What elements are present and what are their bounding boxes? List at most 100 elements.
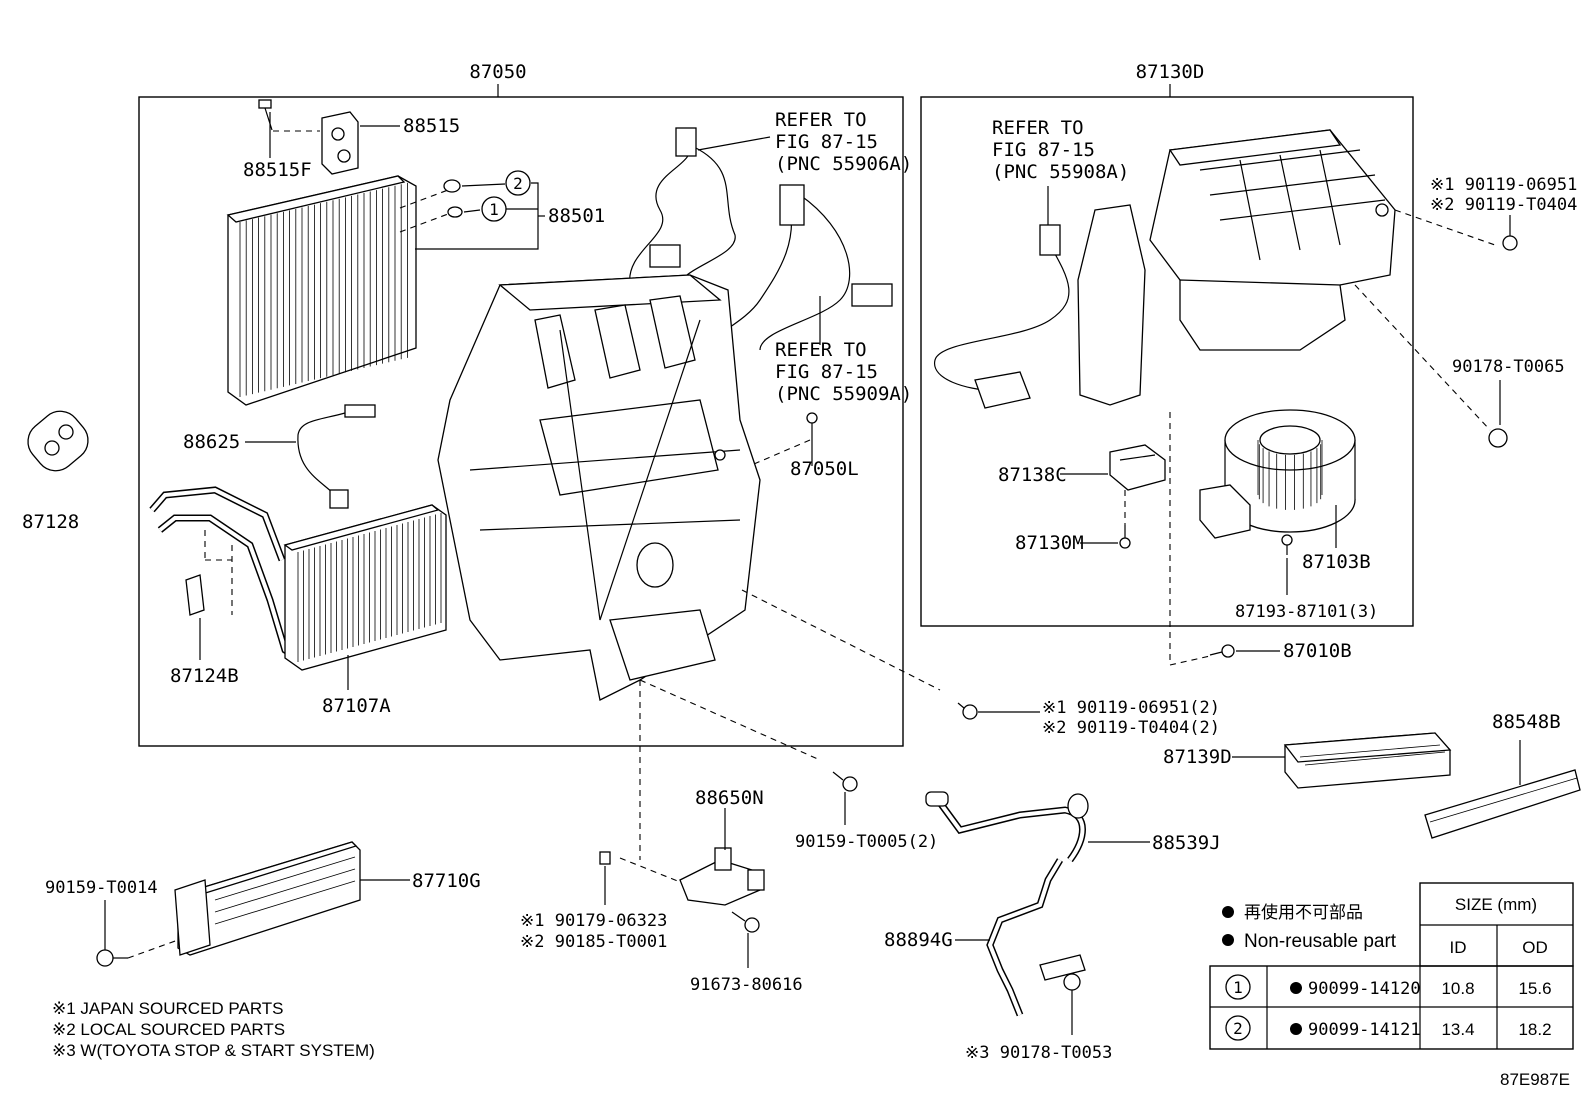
blower-wire-harness-illustration (934, 224, 1070, 409)
table-row-ref: 1 (1233, 978, 1243, 997)
circle-ref-2 (505, 170, 531, 196)
label-88894G: 88894G (884, 929, 953, 951)
evaporator-core-illustration (226, 175, 417, 406)
label-88501: 88501 (548, 205, 605, 227)
circle-ref-2-text: 2 (513, 174, 523, 193)
assembly-box-87130D (920, 96, 1414, 627)
label-87010B: 87010B (1283, 640, 1352, 662)
refer-2-line1: REFER TO (775, 339, 867, 361)
screw-87193-illustration (1281, 534, 1293, 555)
grommet-87128-illustration (27, 410, 89, 472)
label-87139D: 87139D (1163, 746, 1232, 768)
blower-case-illustration (1077, 129, 1396, 406)
legend-en: Non-reusable part (1244, 931, 1397, 952)
refer-1-line1: REFER TO (775, 109, 867, 131)
dashed-ref-line (639, 679, 821, 761)
figure-code: 87E987E (1500, 1070, 1570, 1089)
label-88515F: 88515F (243, 159, 312, 181)
screw-87130M-illustration (1119, 490, 1131, 549)
table-col-od: OD (1522, 938, 1548, 957)
label-87193: 87193-87101(3) (1235, 602, 1378, 622)
label-90119-T0404-2: ※2 90119-T0404(2) (1042, 718, 1220, 738)
screw-91673-illustration (731, 911, 760, 933)
cabin-filter-illustration (1283, 732, 1452, 789)
hose-88539J-illustration (925, 791, 1089, 863)
label-87124B: 87124B (170, 665, 239, 687)
label-87103B: 87103B (1302, 551, 1371, 573)
clip-90179-illustration (599, 851, 611, 865)
refer-3-line1: REFER TO (992, 117, 1084, 139)
screw-87010B-illustration (1169, 644, 1235, 666)
temperature-sensor-illustration (297, 404, 376, 509)
assembly-label-87050: 87050 (469, 61, 526, 83)
screw-90159-T0005-illustration (832, 771, 858, 792)
table-row-id: 10.8 (1441, 979, 1474, 998)
label-87107A: 87107A (322, 695, 391, 717)
leader-line (697, 136, 771, 151)
clip-90178-illustration (1354, 284, 1508, 448)
ptc-heater-illustration (127, 841, 361, 959)
label-87130M: 87130M (1015, 532, 1084, 554)
label-90119-06951-2: ※1 90119-06951(2) (1042, 698, 1220, 718)
table-row-ref-circle (1225, 974, 1251, 1000)
heater-core-illustration (283, 504, 447, 671)
label-90159-T0014: 90159-T0014 (45, 878, 158, 898)
assembly-box-87050 (138, 96, 904, 747)
screw-90159-T0014-illustration (96, 949, 128, 967)
label-87710G: 87710G (412, 870, 481, 892)
circle-ref-1-text: 1 (489, 200, 499, 219)
table-header: SIZE (mm) (1455, 895, 1537, 914)
label-88548B: 88548B (1492, 711, 1561, 733)
refer-3-line3: (PNC 55908A) (992, 161, 1129, 183)
refer-1-line3: (PNC 55906A) (775, 153, 912, 175)
label-87138C: 87138C (998, 464, 1067, 486)
refer-2-line3: (PNC 55909A) (775, 383, 912, 405)
bolt-88515F-illustration (258, 99, 320, 132)
wire-harness-illustration (629, 127, 893, 371)
label-90179-06323: ※1 90179-06323 (520, 911, 667, 931)
legend-dot-icon (1222, 934, 1234, 946)
assembly-label-87130D: 87130D (1136, 61, 1205, 83)
table-col-id: ID (1450, 938, 1467, 957)
hose-88894G-illustration (986, 858, 1086, 1017)
table-row-part: 90099-14120 (1308, 979, 1421, 999)
label-91673-80616: 91673-80616 (690, 975, 803, 995)
filter-cover-illustration (1424, 769, 1581, 839)
refer-2-line2: FIG 87-15 (775, 361, 878, 383)
non-reusable-dot-icon (1290, 1023, 1302, 1035)
label-90178-T0053: ※3 90178-T0053 (965, 1043, 1112, 1063)
dashed-ref-line (741, 589, 941, 691)
size-table (1209, 882, 1574, 1050)
legend-dot-icon (1222, 906, 1234, 918)
screw-top-right-illustration (1394, 209, 1518, 251)
refer-1-line2: FIG 87-15 (775, 131, 878, 153)
heater-pipe-illustration (149, 486, 302, 663)
label-88539J: 88539J (1152, 832, 1221, 854)
label-90185-T0001: ※2 90185-T0001 (520, 932, 667, 952)
table-row-ref: 2 (1233, 1019, 1243, 1038)
table-row-id: 13.4 (1441, 1020, 1474, 1039)
refer-3-line2: FIG 87-15 (992, 139, 1095, 161)
footnote-1: ※1 JAPAN SOURCED PARTS (52, 999, 284, 1018)
label-90178-T0065: 90178-T0065 (1452, 357, 1565, 377)
label-90119-06951: ※1 90119-06951 (1430, 175, 1577, 195)
table-row-od: 18.2 (1518, 1020, 1551, 1039)
footnote-2: ※2 LOCAL SOURCED PARTS (52, 1020, 285, 1039)
expansion-valve-illustration (321, 111, 359, 175)
footnote-3: ※3 W(TOYOTA STOP & START SYSTEM) (52, 1041, 375, 1060)
label-88650N: 88650N (695, 787, 764, 809)
table-row-ref-circle (1225, 1015, 1251, 1041)
label-87050L: 87050L (790, 458, 859, 480)
label-88625: 88625 (183, 431, 240, 453)
non-reusable-dot-icon (1290, 982, 1302, 994)
label-88515: 88515 (403, 115, 460, 137)
bracket-88650N-illustration (619, 847, 765, 906)
label-90119-T0404: ※2 90119-T0404 (1430, 195, 1577, 215)
table-row-part: 90099-14121 (1308, 1020, 1421, 1040)
label-87128: 87128 (22, 511, 79, 533)
label-90159-T0005: 90159-T0005(2) (795, 832, 938, 852)
screw-mid-illustration (957, 702, 978, 720)
resistor-illustration (1109, 444, 1166, 491)
